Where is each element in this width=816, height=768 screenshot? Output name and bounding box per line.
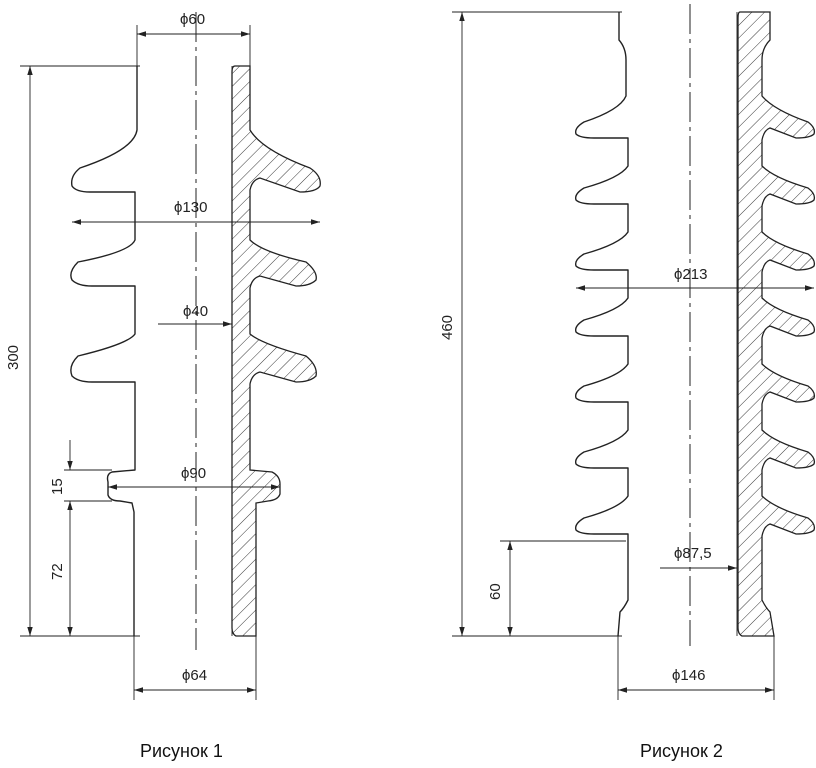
fig2-label-base-height: 60 xyxy=(487,583,504,600)
figure-1-insulator: ϕ60 ϕ130 ϕ40 ϕ90 ϕ64 300 15 72 Рисунок 1 xyxy=(5,11,321,761)
fig2-hatched-section xyxy=(737,11,816,637)
fig1-label-base-diameter: ϕ64 xyxy=(182,667,207,684)
fig1-label-collar-diameter: ϕ90 xyxy=(181,465,206,482)
fig1-hatched-section xyxy=(231,65,321,637)
fig2-label-base-diameter: ϕ146 xyxy=(672,667,705,684)
fig1-left-profile xyxy=(70,66,138,636)
fig1-label-base-height: 72 xyxy=(49,563,66,580)
fig2-caption: Рисунок 2 xyxy=(640,741,723,761)
figure-2-insulator: 460 60 ϕ213 ϕ87,5 ϕ146 Рисунок 2 xyxy=(439,4,816,761)
fig1-label-bore-diameter: ϕ40 xyxy=(183,303,208,320)
fig2-label-shed-diameter: ϕ213 xyxy=(674,266,707,283)
fig1-label-total-height: 300 xyxy=(5,345,22,370)
fig1-label-shed-diameter: ϕ130 xyxy=(174,199,207,216)
fig1-label-collar-height: 15 xyxy=(49,478,66,495)
fig1-label-top-diameter: ϕ60 xyxy=(180,11,205,28)
fig2-label-total-height: 460 xyxy=(439,315,456,340)
fig2-label-bore-diameter: ϕ87,5 xyxy=(674,545,712,562)
fig2-left-profile xyxy=(574,12,629,637)
fig1-caption: Рисунок 1 xyxy=(140,741,223,761)
